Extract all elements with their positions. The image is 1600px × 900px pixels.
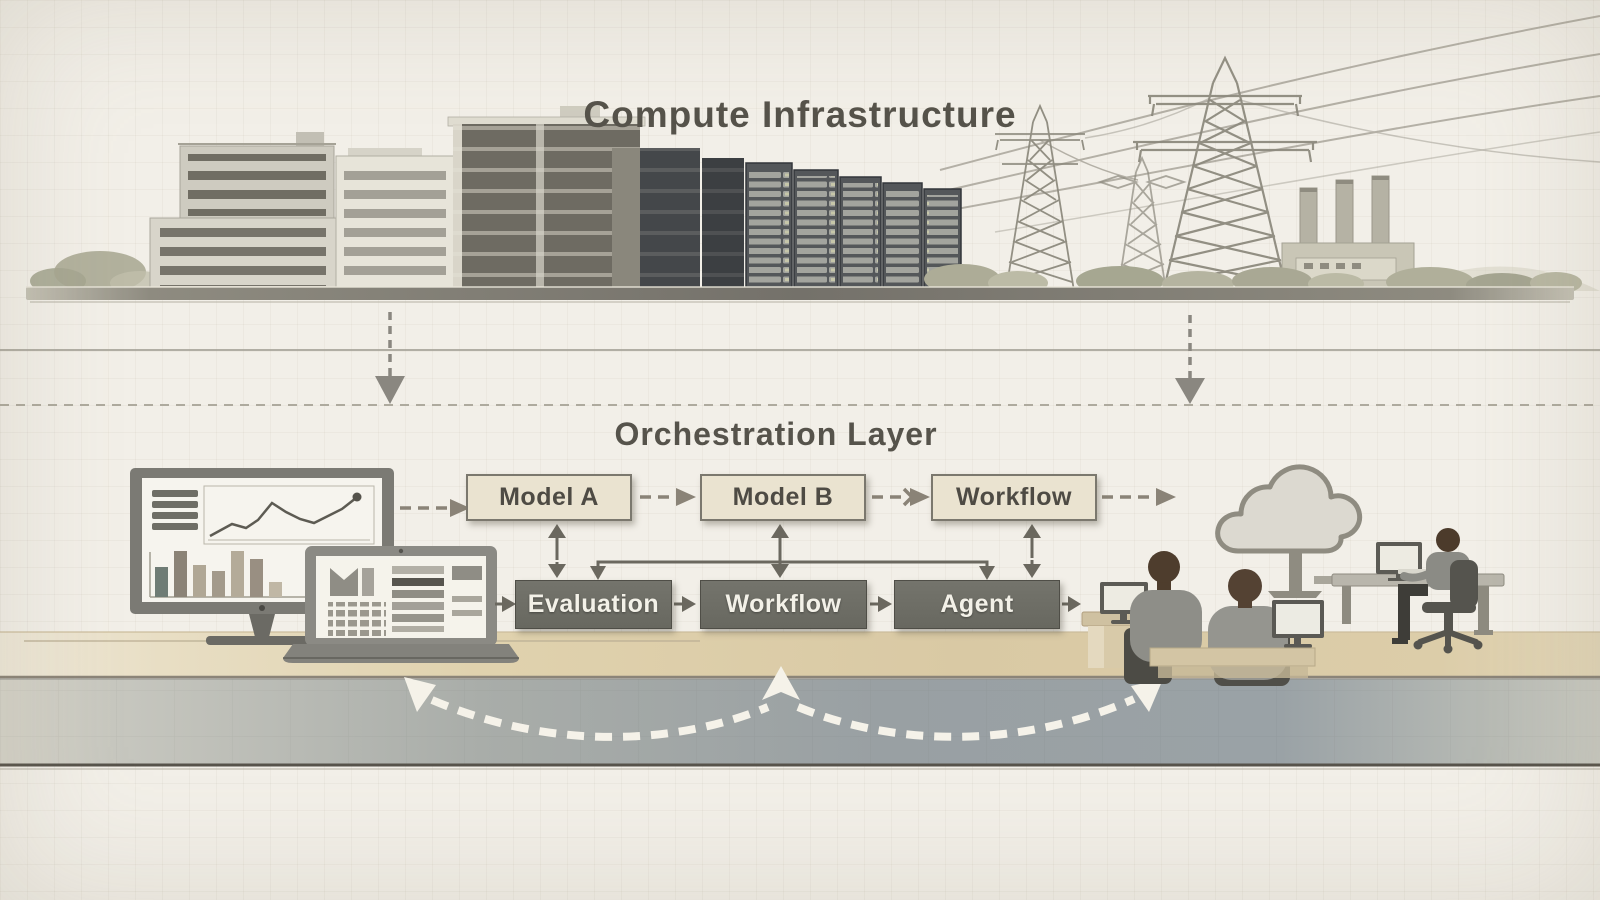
- model-b-workflow-double-arrow: [771, 524, 789, 578]
- model-b-to-workflow-arrow: [872, 487, 930, 507]
- feedback-curve-arrows: [404, 666, 1163, 741]
- section-divider: [0, 312, 1600, 406]
- transmission-towers-icon: [995, 55, 1317, 294]
- top-section-title: Compute Infrastructure: [583, 94, 1017, 135]
- orchestration-title: Orchestration Layer: [614, 416, 938, 452]
- workflow-to-agent-arrow: [870, 596, 892, 612]
- agent-to-desks-arrow: [1062, 596, 1081, 612]
- monitor-small-right-icon: [1376, 542, 1422, 581]
- model-a-evaluation-double-arrow: [548, 524, 566, 578]
- row-connectors: [495, 524, 1081, 612]
- pipeline-dashed-arrows: [400, 487, 1176, 517]
- power-lines: [939, 15, 1600, 233]
- worker-right-group: [1314, 528, 1505, 654]
- laptop-icon: [283, 546, 519, 663]
- workflow-to-cloud-arrow: [1102, 488, 1176, 506]
- monitor-bar-chart: [149, 551, 312, 598]
- monitor-list-bars: [152, 490, 198, 530]
- workflow-top-box: Workflow: [931, 474, 1097, 521]
- server-racks-icon: [640, 148, 962, 293]
- evaluation-to-workflow-arrow: [674, 596, 696, 612]
- desk-front: [1149, 647, 1316, 667]
- worker-1: [1130, 551, 1202, 662]
- desk-front-face: [1158, 666, 1308, 678]
- monitor-small-mid-icon: [1272, 600, 1324, 648]
- down-arrow-left: [375, 312, 405, 404]
- monitor-line-chart: [203, 485, 375, 545]
- evaluation-box: Evaluation: [515, 580, 672, 629]
- compute-infrastructure-scene: [26, 15, 1600, 303]
- workflow-agent-double-arrow: [1023, 524, 1041, 578]
- monitor-to-model-a-arrow: [400, 499, 470, 517]
- laptop-screen-content: [328, 566, 482, 636]
- cloud-icon: [1215, 464, 1363, 598]
- cross-connector: [590, 560, 995, 580]
- laptop-to-evaluation-arrow: [495, 596, 516, 612]
- office-chair-icon: [1413, 560, 1483, 654]
- ground-band: [26, 286, 1574, 303]
- model-a-box: Model A: [466, 474, 632, 521]
- workflow-bottom-box: Workflow: [700, 580, 867, 629]
- model-b-box: Model B: [700, 474, 866, 521]
- workers-left-group: [1081, 551, 1324, 686]
- agent-box: Agent: [894, 580, 1060, 629]
- orchestration-scene: [0, 464, 1600, 770]
- gray-band: [0, 678, 1600, 770]
- down-arrow-right: [1175, 315, 1205, 404]
- office-buildings-icon: [30, 106, 646, 295]
- model-a-to-model-b-arrow: [640, 488, 696, 506]
